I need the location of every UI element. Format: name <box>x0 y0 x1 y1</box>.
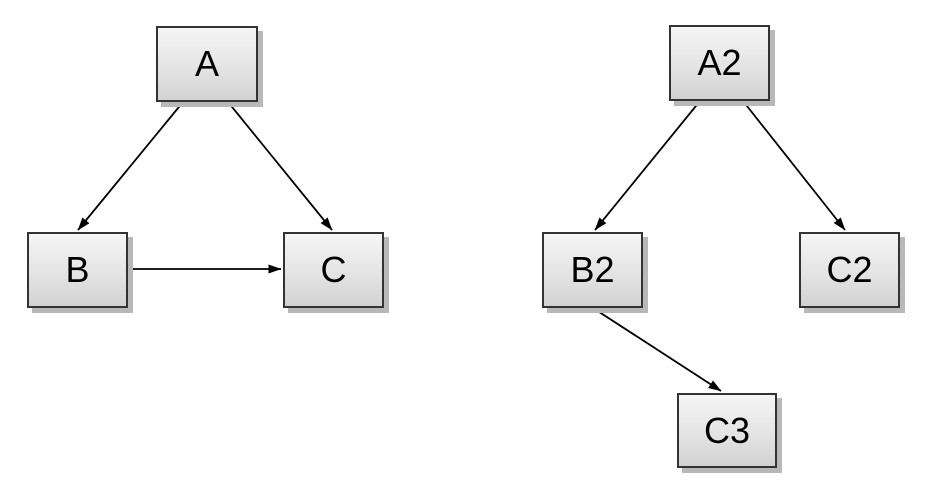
edge-a2-to-c2 <box>742 100 846 231</box>
node-label-a2: A2 <box>697 42 742 83</box>
edge-a2-to-b2 <box>594 100 701 231</box>
diagram-node-a: A <box>156 26 258 102</box>
node-label-b2: B2 <box>570 249 615 290</box>
edge-group <box>77 100 846 392</box>
node-label-c: C <box>320 249 347 290</box>
diagram-node-c: C <box>283 232 384 308</box>
diagram-node-a2: A2 <box>669 25 770 101</box>
node-label-c3: C3 <box>703 409 751 451</box>
diagram-node-c3: C3 <box>677 393 777 468</box>
diagram-node-c2: C2 <box>799 232 900 308</box>
diagram-node-b: B <box>27 232 128 308</box>
diagram-node-b2: B2 <box>542 232 643 308</box>
edge-a-to-c <box>227 101 333 231</box>
node-label-a: A <box>194 43 219 84</box>
edge-b2-to-c3 <box>592 307 722 392</box>
edge-a-to-b <box>77 101 184 231</box>
node-label-c2: C2 <box>826 249 873 290</box>
node-label-b: B <box>65 249 90 290</box>
